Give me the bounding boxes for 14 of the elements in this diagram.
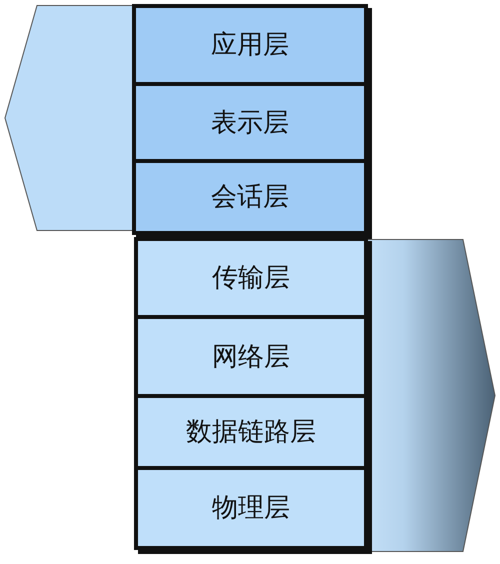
layer-box — [136, 163, 364, 231]
layer-label: 物理层 — [212, 493, 290, 523]
layer-label: 应用层 — [211, 30, 289, 60]
layer-label: 传输层 — [212, 263, 290, 293]
layer-label: 会话层 — [211, 182, 289, 212]
layer-box — [138, 241, 364, 315]
layer-label: 网络层 — [212, 342, 290, 372]
layer-box — [136, 8, 364, 82]
layer-box — [138, 319, 364, 394]
layer-box — [138, 398, 364, 466]
layer-label: 表示层 — [211, 108, 289, 138]
layer-box — [138, 470, 364, 546]
layer-box — [136, 86, 364, 159]
layer-label: 数据链路层 — [186, 417, 316, 447]
